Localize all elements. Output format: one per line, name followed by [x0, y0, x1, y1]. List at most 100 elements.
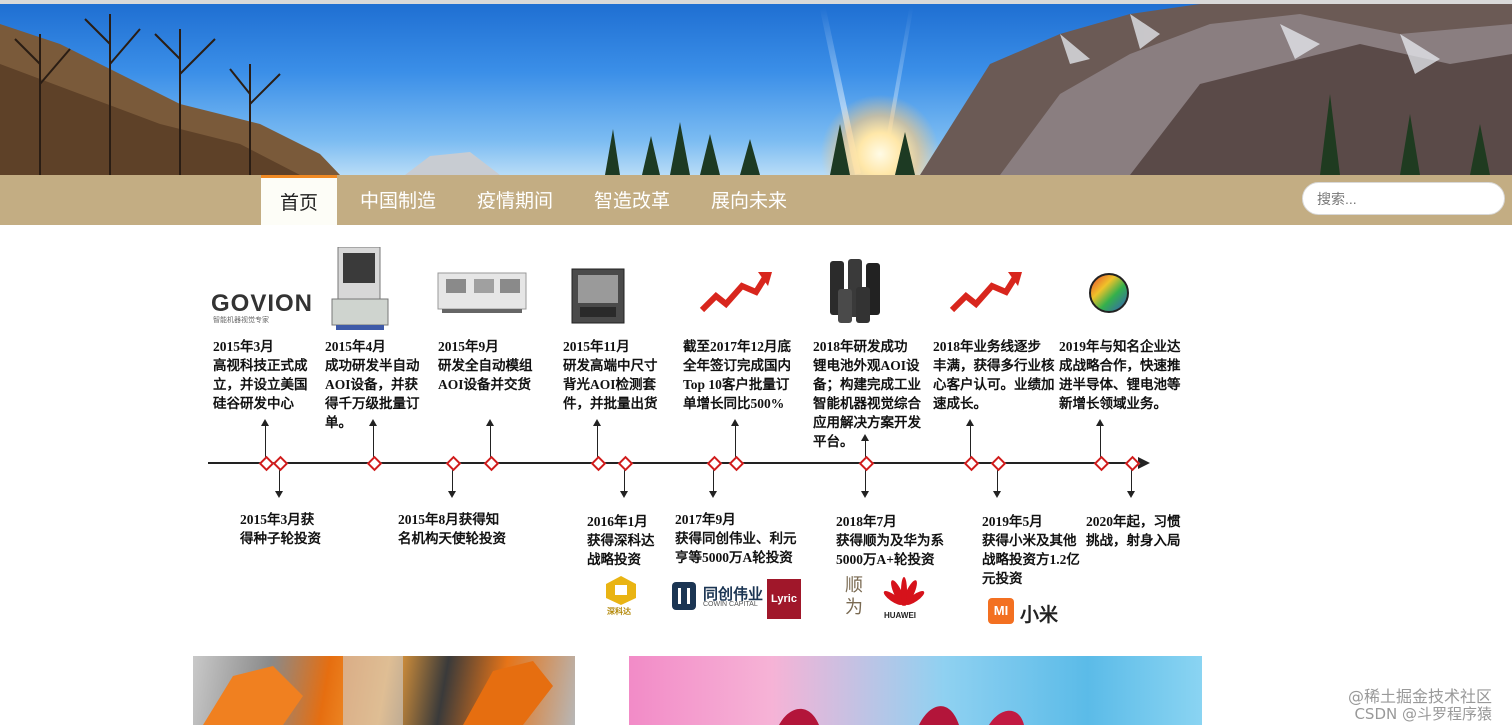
nav-item-china-manufacturing[interactable]: 中国制造: [359, 190, 436, 212]
arrow-up: [861, 434, 869, 441]
timeline-event-bottom: 2016年1月获得深科达战略投资: [587, 514, 655, 567]
govion-subtitle: 智能机器视觉专家: [213, 317, 269, 324]
arrow-up: [593, 419, 601, 426]
arrow-up: [1096, 419, 1104, 426]
main-nav: 首页 中国制造 疫情期间 智造改革 展向未来: [0, 175, 1512, 225]
tongchuang-logo-subtext: COWIN CAPITAL: [703, 601, 758, 608]
arrow-up: [486, 419, 494, 426]
robot-arm-shapes: [203, 656, 553, 725]
connector-down: [452, 465, 453, 491]
shenkeda-emblem-icon: [606, 576, 636, 605]
timeline-node: [706, 455, 723, 472]
huawei-flower-icon: [883, 577, 925, 606]
semi-auto-aoi-machine-image: [331, 247, 389, 330]
timeline-node: [1093, 455, 1110, 472]
mountain-landscape: [0, 4, 1512, 175]
timeline-node: [483, 455, 500, 472]
connector-up: [1100, 425, 1101, 460]
arrow-down: [993, 491, 1001, 498]
growth-arrow-icon: [699, 272, 772, 313]
connector-up: [735, 425, 736, 460]
connector-up: [597, 425, 598, 460]
timeline-axis-arrow: [1138, 457, 1150, 469]
timeline-event-top: 截至2017年12月底全年签订完成国内Top 10客户批量订单增长同比500%: [683, 339, 791, 411]
header-banner-image: [0, 4, 1512, 175]
nav-item-future[interactable]: 展向未来: [710, 190, 787, 212]
timeline-node: [445, 455, 462, 472]
xiaomi-logo-text: 小米: [1020, 605, 1059, 626]
xiaomi-logo: MI 小米: [988, 598, 1068, 628]
tongchuang-logo: 同创伟业 COWIN CAPITAL Lyric: [671, 579, 801, 619]
timeline-event-top: 2018年业务线逐步丰满，获得多行业核心客户认可。业绩加速成长。: [933, 339, 1055, 411]
watermark-juejin: @稀土掘金技术社区: [1347, 687, 1492, 706]
connector-down: [1131, 465, 1132, 491]
lyric-logo: Lyric: [767, 579, 801, 619]
timeline-event-top: 2018年研发成功锂电池外观AOI设备；构建完成工业智能机器视觉综合应用解决方案…: [813, 339, 921, 449]
connector-down: [279, 465, 280, 491]
timeline-axis: [208, 462, 1138, 464]
arrow-down: [620, 491, 628, 498]
timeline-event-bottom: 2020年起，习惯挑战，射身入局: [1086, 514, 1181, 548]
lithium-battery-image: [830, 259, 880, 323]
arrow-down: [709, 491, 717, 498]
huawei-logo-text: HUAWEI: [884, 611, 916, 620]
xiaomi-mi-icon: MI: [988, 598, 1014, 624]
timeline-node: [990, 455, 1007, 472]
connector-up: [265, 425, 266, 460]
nav-item-home[interactable]: 首页: [261, 175, 337, 225]
arrow-down: [275, 491, 283, 498]
timeline-event-bottom: 2018年7月获得顺为及华为系5000万A+轮投资: [836, 514, 944, 567]
festive-banner-image: [629, 656, 1202, 725]
timeline-event-bottom: 2019年5月获得小米及其他战略投资方1.2亿元投资: [982, 514, 1080, 586]
full-auto-aoi-machine-image: [437, 272, 527, 313]
arrow-up: [369, 419, 377, 426]
arrow-down: [1127, 491, 1135, 498]
govion-logo: GOVION: [211, 290, 314, 317]
timeline-event-top: 2019年与知名企业达成战略合作，快速推进半导体、锂电池等新增长领域业务。: [1059, 339, 1181, 411]
watermark-csdn: CSDN @斗罗程序猿: [1354, 705, 1492, 723]
connector-up: [490, 425, 491, 460]
connector-up: [865, 440, 866, 460]
timeline-event-bottom: 2015年8月获得知名机构天使轮投资: [398, 512, 506, 546]
connector-down: [624, 465, 625, 491]
wafer-chip-image: [1089, 273, 1129, 313]
arrow-down: [861, 491, 869, 498]
nav-item-smart-reform[interactable]: 智造改革: [593, 190, 670, 212]
timeline-event-bottom: 2017年9月获得同创伟业、利元亨等5000万A轮投资: [675, 512, 797, 565]
timeline-node: [858, 455, 875, 472]
timeline-event-bottom: 2015年3月获得种子轮投资: [240, 512, 321, 546]
timeline-node: [617, 455, 634, 472]
connector-up: [373, 425, 374, 460]
arrow-up: [731, 419, 739, 426]
timeline-node: [728, 455, 745, 472]
tongchuang-emblem-icon: [672, 582, 696, 610]
timeline-event-top: 2015年9月研发全自动模组AOI设备并交货: [438, 339, 533, 392]
timeline-event-top: 2015年11月研发高端中尺寸背光AOI检测套件，并批量出货: [563, 339, 658, 411]
connector-down: [997, 465, 998, 491]
timeline-event-top: 2015年4月成功研发半自动AOI设备，并获得千万级批量订单。: [325, 339, 420, 430]
growth-arrow-icon: [949, 272, 1022, 313]
arrow-down: [448, 491, 456, 498]
timeline-node: [590, 455, 607, 472]
top-border: [0, 0, 1512, 4]
huawei-logo: HUAWEI: [881, 575, 927, 625]
timeline-node: [963, 455, 980, 472]
search-input[interactable]: [1302, 182, 1505, 215]
industrial-robot-image: [193, 656, 575, 725]
timeline-node: [272, 455, 289, 472]
company-timeline: GOVION 智能机器视觉专家: [193, 235, 1202, 635]
nav-item-pandemic[interactable]: 疫情期间: [476, 190, 553, 212]
connector-down: [865, 465, 866, 491]
connector-up: [970, 425, 971, 460]
connector-down: [713, 465, 714, 491]
backlight-aoi-kit-image: [571, 268, 625, 324]
arrow-up: [966, 419, 974, 426]
timeline-event-top: 2015年3月高视科技正式成立，并设立美国硅谷研发中心: [213, 339, 308, 411]
arrow-up: [261, 419, 269, 426]
shunwei-logo: 顺为: [845, 575, 863, 618]
festive-shapes: [779, 706, 1024, 725]
shenkeda-logo-text: 深科达: [607, 607, 631, 616]
shenkeda-logo: 深科达: [603, 575, 639, 625]
timeline-node: [366, 455, 383, 472]
tongchuang-logo-text: 同创伟业: [703, 586, 764, 603]
